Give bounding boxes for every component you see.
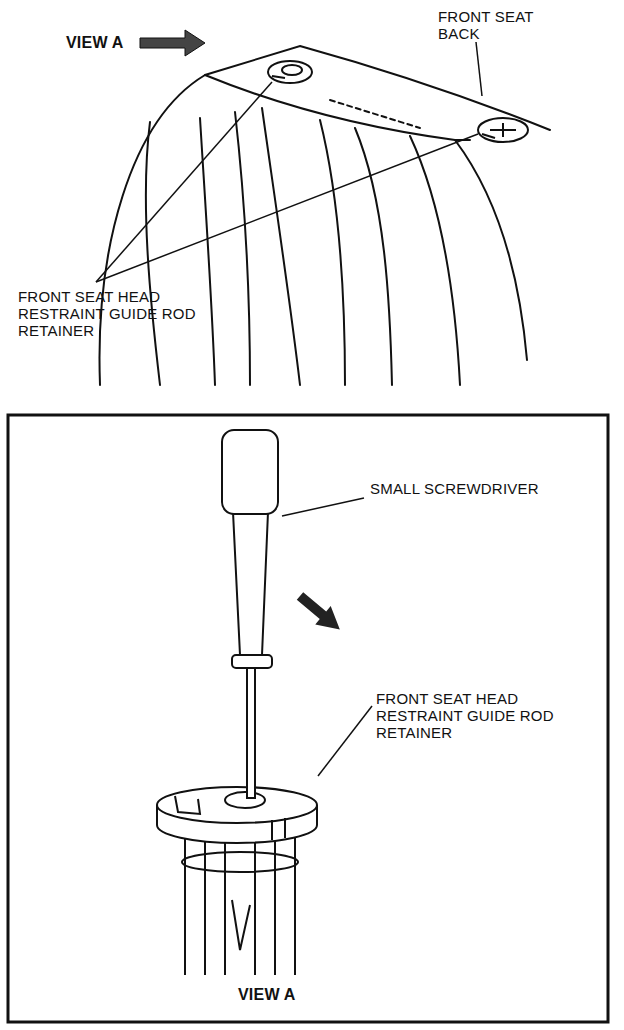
view-arrow (140, 30, 205, 56)
seat-pleat (410, 136, 460, 385)
seat-pleat (320, 120, 345, 385)
seat-pleat (200, 118, 215, 385)
seat-pleat (355, 128, 392, 385)
seat-outline (100, 46, 550, 385)
part-label: FRONT SEAT HEAD RESTRAINT GUIDE ROD RETA… (18, 288, 198, 339)
seat-side (455, 140, 527, 360)
seat-top-edge (205, 75, 470, 140)
part-label: FRONT SEAT HEAD RESTRAINT GUIDE ROD RETA… (376, 690, 556, 741)
retainer-top (268, 61, 312, 83)
view-label: VIEW A (238, 986, 328, 1003)
view-frame (8, 415, 608, 1022)
part-label: FRONT SEAT BACK (438, 8, 560, 42)
hidden-edge (330, 100, 420, 128)
retainer-detail (157, 787, 317, 975)
view-label: VIEW A (66, 34, 146, 51)
seat-pleat (235, 112, 250, 385)
leader-lines (96, 42, 482, 776)
screwdriver (222, 430, 278, 798)
seat-back (100, 46, 550, 385)
seat-pleat (262, 108, 300, 385)
retainer-top (478, 118, 528, 142)
direction-arrow (292, 587, 347, 639)
seat-pleat (146, 122, 160, 385)
part-label: SMALL SCREWDRIVER (370, 480, 542, 497)
